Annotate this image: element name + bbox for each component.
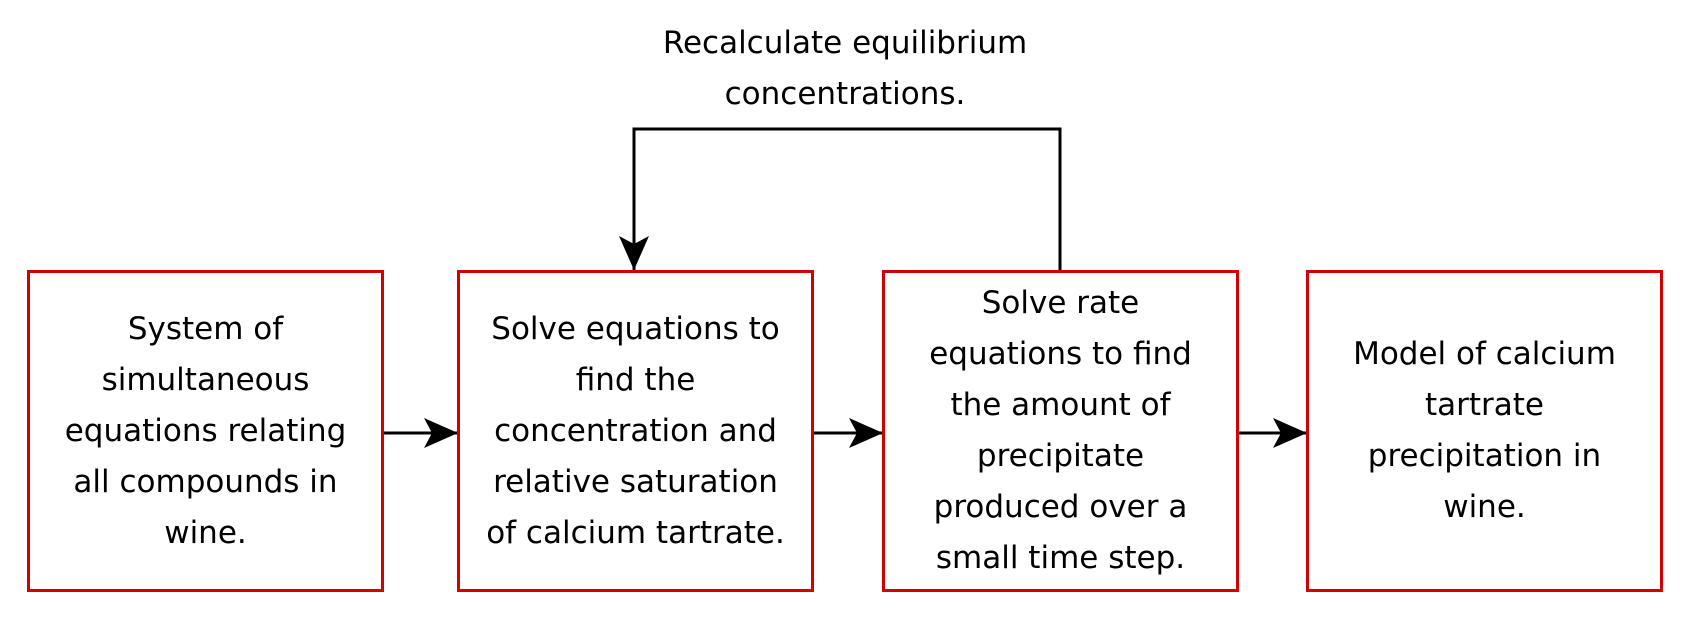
feedback-loop-arrow	[619, 127, 1062, 270]
box-text-line: all compounds in	[73, 463, 338, 500]
box-text-line: relative saturation	[493, 463, 778, 500]
box-solve-equations: Solve equations to find the concentratio…	[457, 270, 814, 592]
box-text-line: equations to find	[929, 336, 1192, 372]
box-system-of-equations: System of simultaneous equations relatin…	[27, 270, 384, 592]
box-text-line: wine.	[1443, 489, 1526, 525]
box-text-line: wine.	[164, 514, 247, 551]
box-model-output: Model of calcium tartrate precipitation …	[1306, 270, 1663, 592]
box-solve-rate-equations: Solve rate equations to find the amount …	[882, 270, 1239, 592]
box-text-line: equations relating	[64, 412, 347, 449]
loop-label-line: Recalculate equilibrium	[662, 25, 1028, 61]
box-text-line: tartrate	[1424, 387, 1544, 423]
loop-label-line: concentrations.	[724, 76, 966, 112]
loop-label: Recalculate equilibrium concentrations.	[600, 18, 1090, 120]
box-text-line: produced over a	[933, 489, 1188, 525]
box-text-line: precipitation in	[1367, 438, 1602, 474]
box-text-line: precipitate	[976, 438, 1145, 474]
box-text-line: Solve rate	[981, 285, 1140, 321]
box-text-line: find the	[575, 361, 696, 398]
box-text-line: of calcium tartrate.	[486, 514, 785, 551]
box-text-line: the amount of	[950, 387, 1171, 423]
box-text-line: Model of calcium	[1353, 336, 1616, 372]
box-text-line: concentration and	[494, 412, 777, 449]
box-text-line: System of	[127, 310, 284, 347]
box-text-line: Solve equations to	[491, 310, 780, 347]
box-text-line: small time step.	[935, 540, 1186, 576]
box-text-line: simultaneous	[101, 361, 310, 398]
